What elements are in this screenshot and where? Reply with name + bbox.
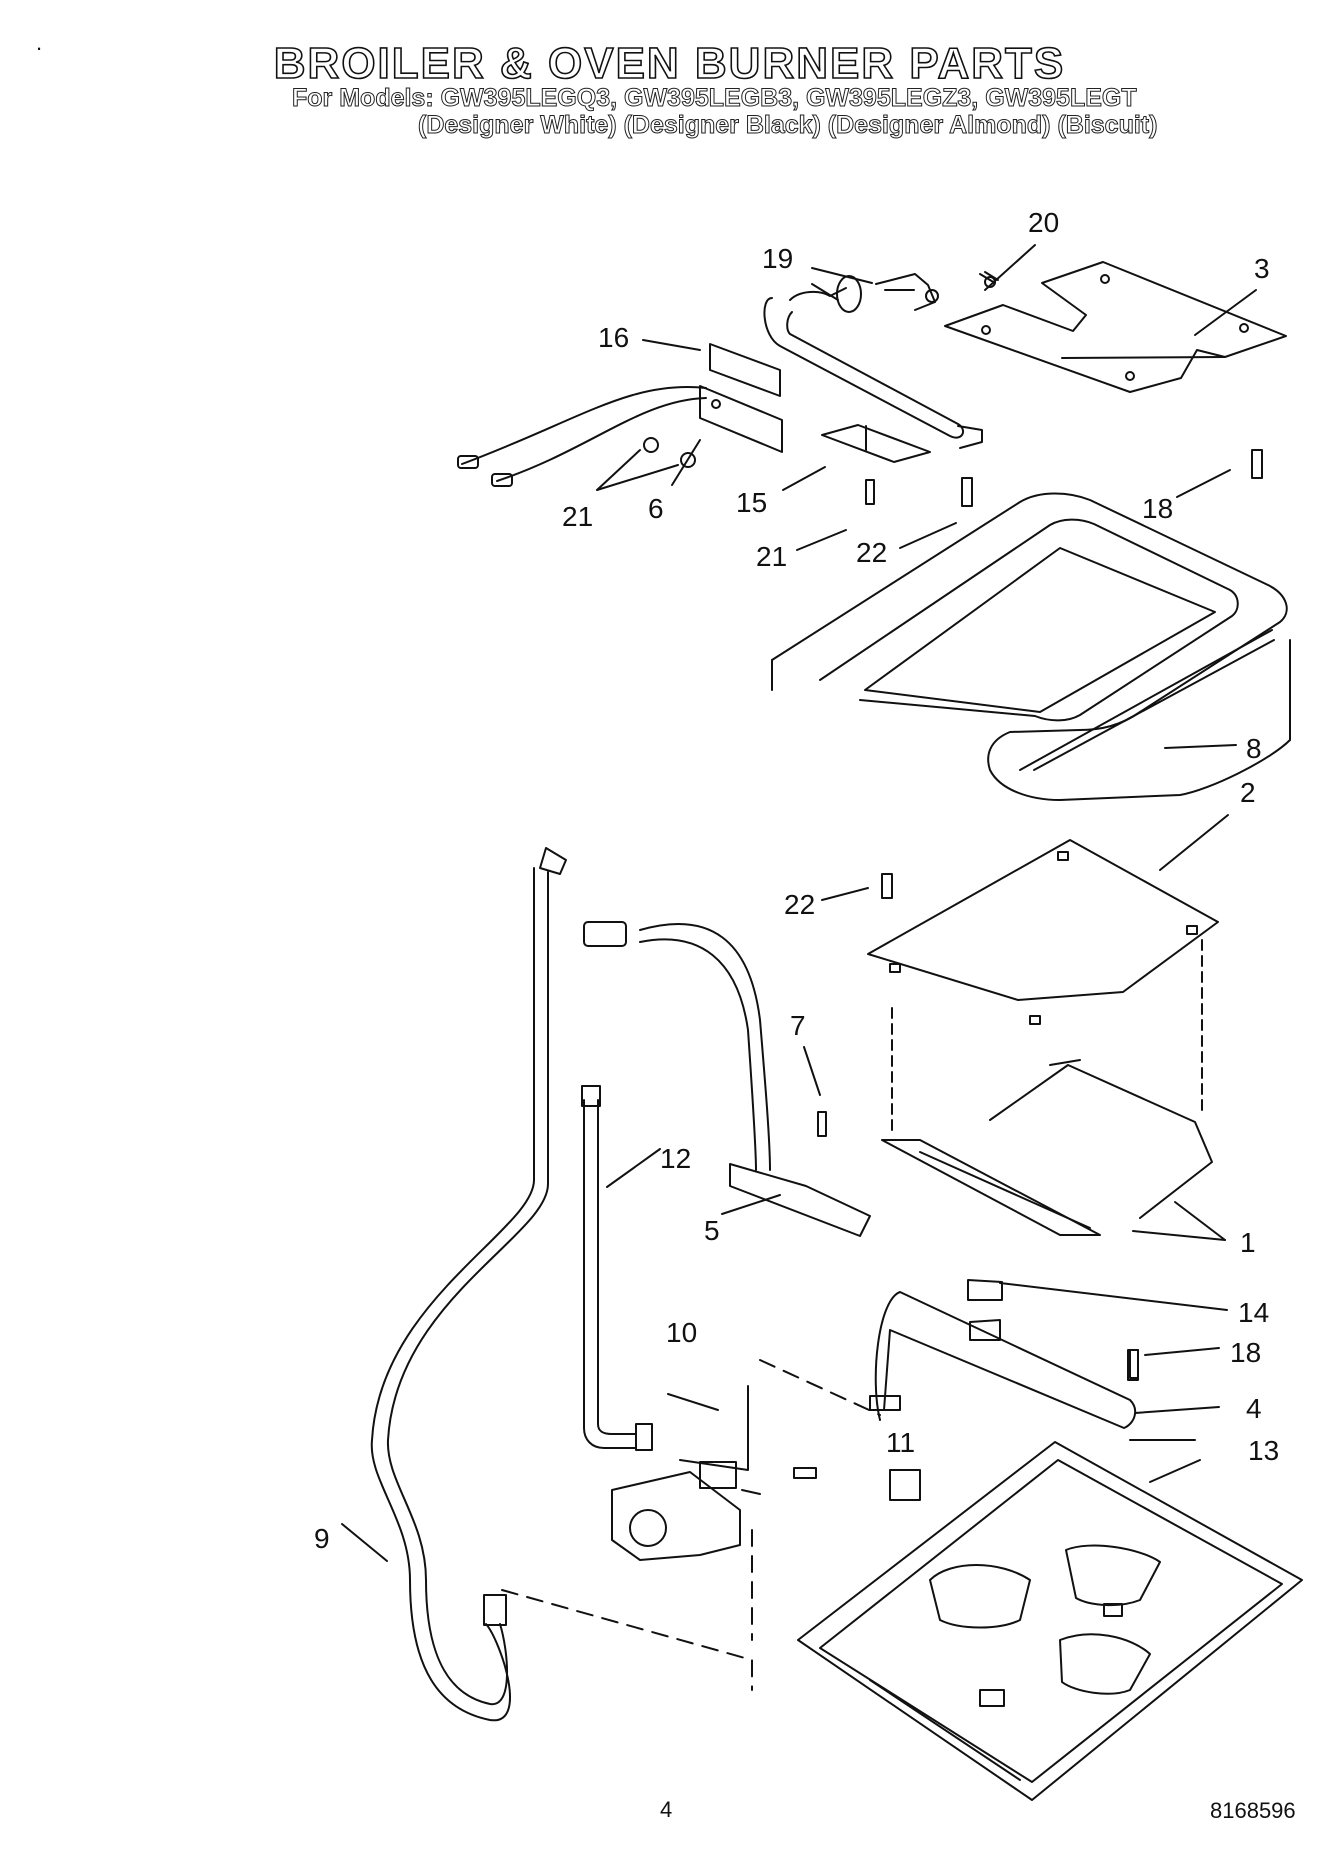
gas-line-drawing [370, 847, 567, 1722]
heat-deflector-drawing [944, 261, 1287, 393]
document-number: 8168596 [1210, 1798, 1296, 1823]
callout-3: 3 [1254, 253, 1270, 284]
page-number: 4 [660, 1797, 673, 1822]
callout-9: 9 [314, 1523, 330, 1554]
callout-22a: 22 [856, 537, 887, 568]
callout-22b: 22 [784, 889, 815, 920]
shield-drawing [821, 424, 1263, 507]
gas-tube-drawing [581, 1085, 653, 1451]
color-list: (Designer White) (Designer Black) (Desig… [417, 111, 1158, 140]
broil-burner-drawing [709, 271, 999, 449]
callout-18b: 18 [1230, 1337, 1261, 1368]
callout-1: 1 [1240, 1227, 1256, 1258]
bake-igniter-drawing [583, 921, 871, 1237]
callout-7: 7 [790, 1010, 806, 1041]
callout-18a: 18 [1142, 493, 1173, 524]
callout-12: 12 [660, 1143, 691, 1174]
bake-burner-drawing [869, 1279, 1139, 1429]
fastener-drawings [881, 873, 1139, 1381]
callout-10: 10 [666, 1317, 697, 1348]
callout-8: 8 [1246, 733, 1262, 764]
oven-bottom-drawing [771, 492, 1291, 801]
callout-19: 19 [762, 243, 793, 274]
callout-5: 5 [704, 1215, 720, 1246]
model-list: For Models: GW395LEGQ3, GW395LEGB3, GW39… [292, 84, 1138, 113]
safety-valve-drawing [501, 1359, 881, 1691]
callout-16: 16 [598, 322, 629, 353]
callout-13: 13 [1248, 1435, 1279, 1466]
broil-pan-drawing [797, 1441, 1303, 1801]
callout-20: 20 [1028, 207, 1059, 238]
part-callouts: 20 19 3 16 21 6 15 18 21 22 8 2 22 7 12 … [314, 207, 1279, 1554]
callout-2: 2 [1240, 777, 1256, 808]
callout-15: 15 [736, 487, 767, 518]
burner-support-drawing [881, 1059, 1213, 1236]
leader-arrows [341, 244, 1257, 1562]
corner-mark: . [36, 30, 43, 55]
callout-14: 14 [1238, 1297, 1269, 1328]
callout-21b: 21 [756, 541, 787, 572]
callout-6: 6 [648, 493, 664, 524]
flame-spreader-drawing [867, 839, 1219, 1133]
broil-igniter-drawing [457, 385, 783, 487]
page-title: BROILER & OVEN BURNER PARTS [273, 39, 1066, 89]
callout-21a: 21 [562, 501, 593, 532]
callout-4: 4 [1246, 1393, 1262, 1424]
callout-11: 11 [886, 1427, 915, 1458]
